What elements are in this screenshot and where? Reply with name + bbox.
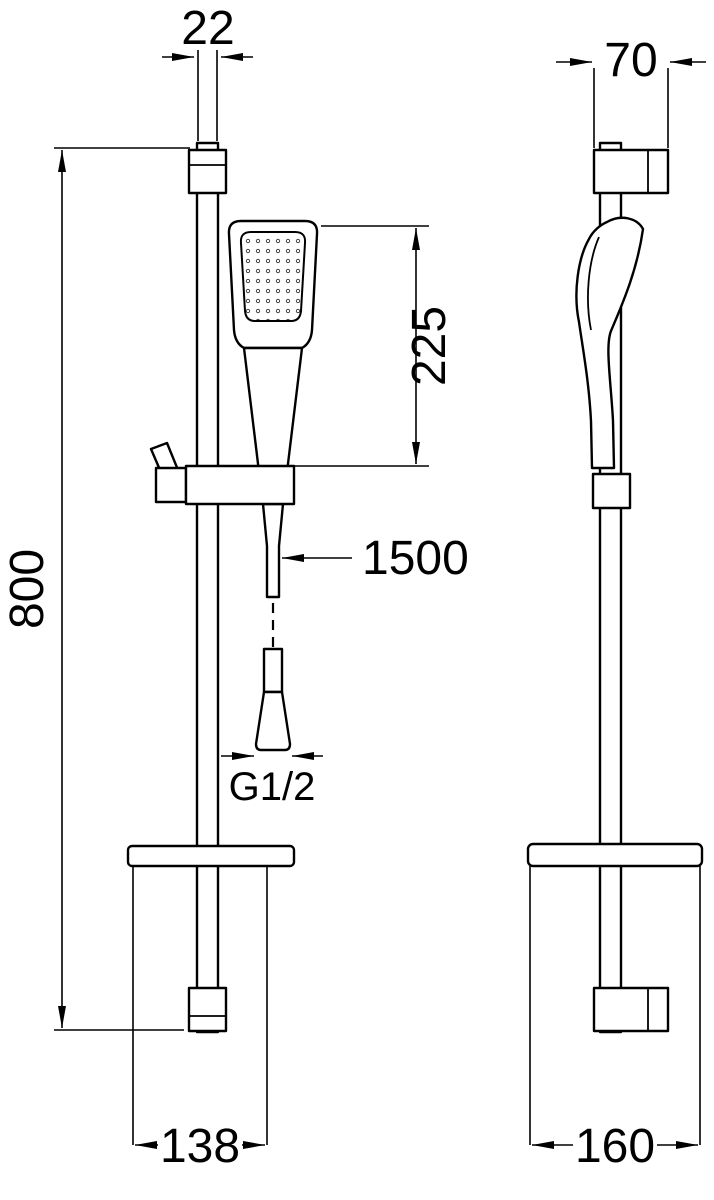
front-view: 22 800 225 1500 G1/2 (1, 2, 469, 1173)
slider-knob (154, 466, 188, 504)
dimension-soap-dish-depth-label: 160 (575, 1120, 655, 1173)
side-view: 70 160 (526, 34, 706, 1173)
dimension-rail-width: 22 (162, 2, 253, 141)
hose-outlet (261, 502, 285, 599)
dimension-hose-length: 1500 (282, 532, 469, 585)
dimension-hose-thread-label: G1/2 (229, 765, 316, 809)
side-shower-profile (575, 216, 645, 470)
front-shower-handle (242, 346, 304, 474)
dimension-soap-dish-width-label: 138 (160, 1120, 240, 1173)
dimension-hand-shower-length: 225 (293, 225, 456, 467)
hose-thread-nut (254, 690, 292, 752)
front-top-bracket (187, 148, 228, 195)
dimension-soap-dish-depth: 160 (529, 866, 701, 1173)
side-shower-face-line (587, 236, 600, 331)
side-bottom-bracket (592, 986, 670, 1033)
front-bottom-bracket (187, 986, 228, 1033)
dimension-hand-shower-length-label: 225 (403, 306, 456, 386)
dimension-hose-thread: G1/2 (221, 752, 323, 809)
dimension-rail-height-label: 800 (1, 549, 54, 629)
dimension-bracket-depth: 70 (556, 34, 706, 148)
dimension-soap-dish-width: 138 (132, 866, 268, 1173)
hose-end-sleeve (262, 647, 284, 694)
front-soap-dish (126, 844, 296, 868)
slider-lock-lever (149, 441, 180, 472)
slider-holder (184, 464, 296, 506)
side-soap-dish (526, 842, 704, 868)
front-shower-face (239, 231, 307, 322)
dimension-rail-height: 800 (1, 147, 190, 1031)
dimension-rail-width-label: 22 (181, 2, 234, 55)
front-rail (195, 141, 220, 1034)
dimension-hose-length-label: 1500 (362, 532, 469, 585)
side-top-bracket (592, 148, 670, 195)
dimension-bracket-depth-label: 70 (604, 34, 657, 87)
side-slider-holder (591, 472, 632, 510)
